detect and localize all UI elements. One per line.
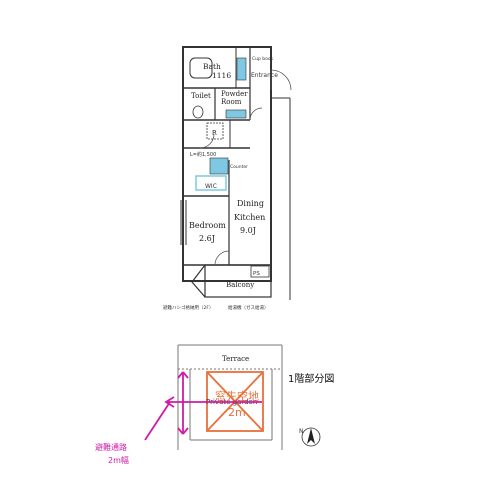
bath-label: Bath [203,62,221,71]
kitchen-size: 9.0J [240,226,256,235]
floor-part-label: 1階部分図 [288,372,334,385]
door-swings [199,69,292,266]
ps-label: PS [253,271,260,277]
fixtures [189,57,270,278]
refrigerator-box [206,122,224,140]
entrance-label: Entrance [251,72,278,79]
kitchen-counter-icon [209,157,229,175]
toilet-label: Toilet [191,92,211,100]
ps-box [250,265,270,278]
bedroom-size: 2.6J [199,234,215,243]
bathtub-icon [189,57,213,79]
north-arrow-icon [301,427,321,447]
garden-jp-label: 窓先空地 [215,389,259,403]
evac-width-label: 2m幅 [108,455,129,465]
drain-note: 給湯機（ガス給湯） [228,304,269,311]
ladder-note: 避難ハシゴ格納用（2F） [163,304,213,311]
sink-icon [225,109,247,119]
closet-rail-icon [195,175,227,191]
bath-size: 1116 [212,71,231,80]
powder-label: Powder [221,90,248,98]
cupbook-label: Cup book [252,56,274,62]
windows [180,200,187,245]
kitchen-label: Kitchen [234,213,265,222]
terrace-label: Terrace [222,355,249,363]
bedroom-label: Bedroom [189,221,226,230]
garden-width-label: 2m [228,406,246,419]
toilet-icon [192,105,204,119]
room-labels: Bath 1116 Cup book Entrance Toilet Powde… [163,56,278,311]
dining-label: Dining [237,199,264,208]
counter-label: Counter [230,164,248,170]
ceiling-note: L=約1,500 [190,151,216,158]
lower-plan-walls [177,344,283,450]
north-label: N [299,428,304,435]
wic-label: WIC [205,183,217,190]
evac-route-label: 避難通路 [95,442,127,452]
powder-label-2: Room [221,98,242,106]
washbasin-icon [236,57,247,81]
refrigerator-label: R [212,129,217,137]
balcony-label: Balcony [226,281,254,289]
evacuation-route [144,371,262,441]
unit-walls [182,46,291,300]
